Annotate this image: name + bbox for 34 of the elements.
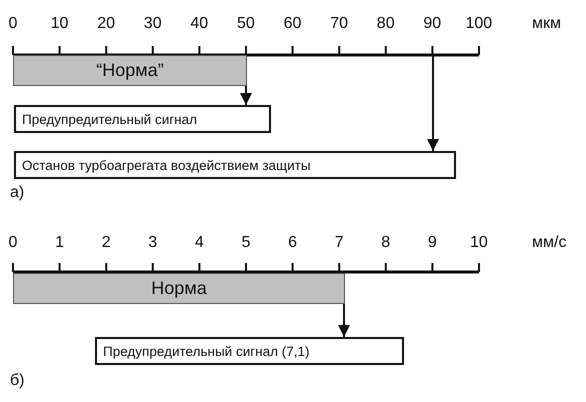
message-box: Останов турбоагрегата воздействием защиты: [14, 151, 456, 179]
axis-label: 0: [8, 234, 18, 252]
axis-label: 30: [144, 15, 162, 33]
axis-label: 70: [330, 15, 348, 33]
axis-label: 0: [8, 15, 18, 33]
panel-label: б): [10, 372, 24, 390]
axis-label: 1: [55, 234, 64, 252]
axis-label: 10: [50, 15, 68, 33]
axis-label: 10: [470, 234, 488, 252]
arrow: [240, 86, 252, 105]
axis-label: 5: [242, 234, 250, 252]
axis-label: 3: [148, 234, 158, 252]
unit-label: мкм: [532, 15, 561, 33]
arrow: [338, 304, 350, 337]
axis-label: 60: [284, 15, 302, 33]
axis-label: 20: [97, 15, 115, 33]
axis-label: 50: [237, 15, 255, 33]
panel-label: а): [10, 184, 24, 202]
axis-label: 2: [102, 234, 111, 252]
axis-label: 9: [428, 234, 437, 252]
axis-label: 4: [194, 234, 204, 252]
axis-label: 80: [376, 15, 395, 33]
axis-label: 8: [381, 234, 390, 252]
arrow: [427, 55, 439, 151]
axis-label: 6: [288, 234, 297, 252]
axis-label: 100: [466, 15, 492, 33]
axis-label: 90: [423, 15, 442, 33]
axis-label: 7: [334, 234, 344, 252]
axis-label: 40: [190, 15, 208, 33]
message-box: Предупредительный сигнал (7,1): [95, 337, 404, 365]
range-bar: Норма: [13, 273, 345, 304]
range-bar: “Норма”: [13, 55, 247, 86]
message-box: Предупредительный сигнал: [14, 105, 271, 133]
unit-label: мм/с: [532, 234, 566, 252]
